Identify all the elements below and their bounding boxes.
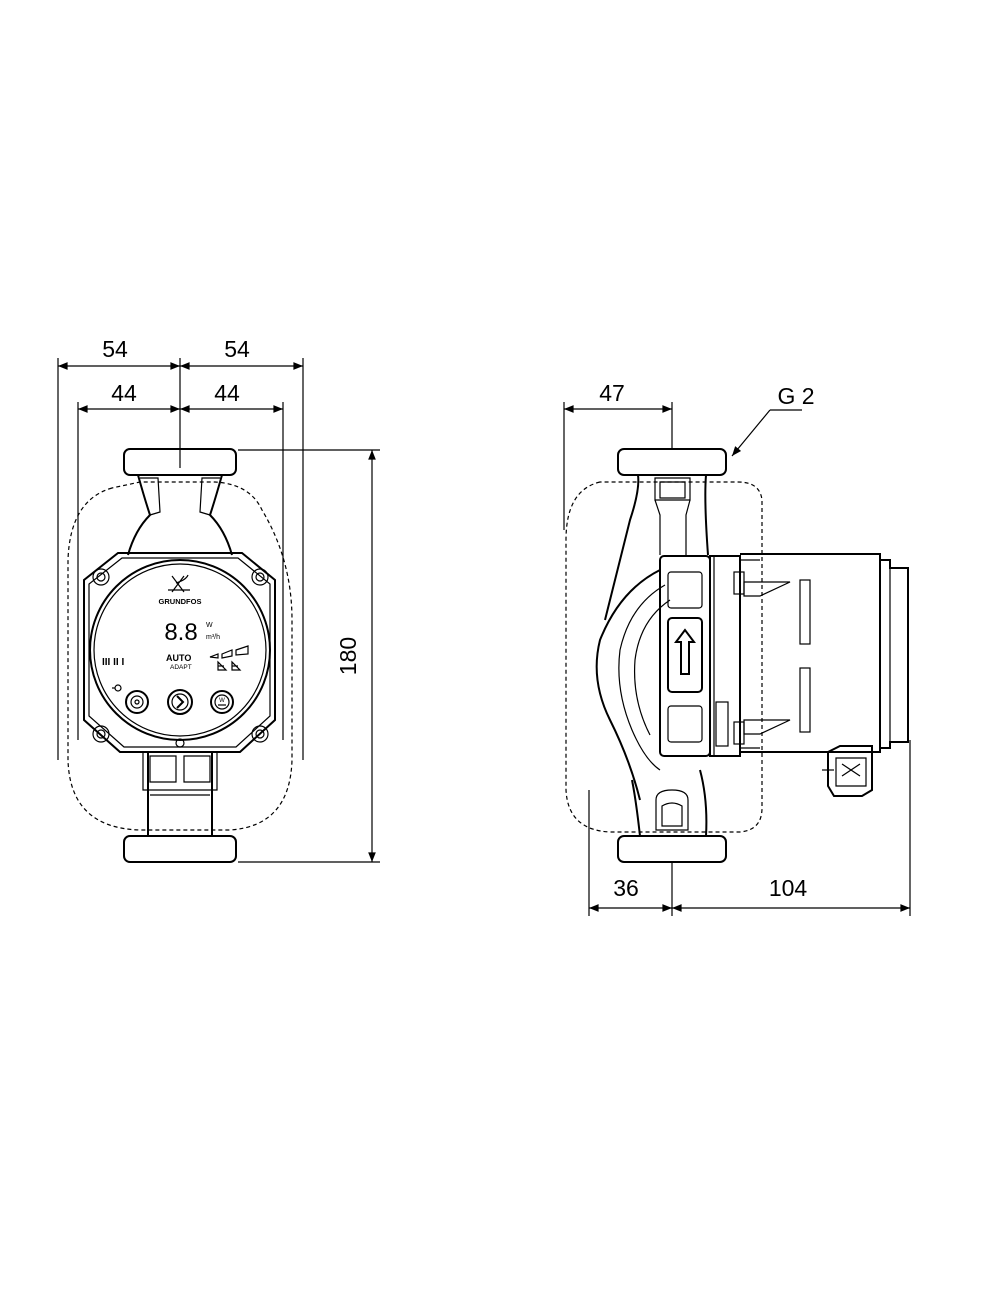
fin-top (743, 581, 791, 597)
thread-label: G 2 (777, 383, 814, 409)
power-connector (822, 745, 873, 797)
motor-housing (740, 553, 881, 753)
unit-flow: m³/h (206, 634, 220, 641)
vent-slot-bottom (799, 667, 811, 733)
mode-adapt: ADAPT (170, 664, 192, 671)
dim-height: 180 (335, 637, 361, 675)
dim-inner-left: 44 (111, 380, 137, 406)
dim-bottom-left: 36 (613, 875, 639, 901)
dim-top: 47 (599, 380, 625, 406)
flow-arrow-icon (674, 628, 696, 675)
front-view: 54 54 44 44 180 (57, 336, 380, 863)
flow-direction-box (667, 617, 703, 693)
top-flange (123, 448, 237, 476)
pressure-curve-icon (209, 645, 249, 659)
envelope-outline (67, 481, 293, 831)
screw-top-left (92, 568, 110, 586)
fin-bottom (743, 719, 791, 735)
select-button[interactable] (167, 689, 193, 715)
info-button-glyph: W (219, 698, 225, 704)
envelope-outline-side (565, 481, 763, 833)
thread-leader (731, 409, 771, 457)
display-value: 8.8 (164, 619, 197, 646)
brand-text: GRUNDFOS (159, 597, 202, 606)
info-button[interactable]: W (210, 690, 234, 714)
bottom-flange-side (617, 835, 727, 863)
dim-bottom-right: 104 (769, 875, 808, 901)
mode-auto: AUTO (166, 653, 191, 663)
vent-slot-top (799, 579, 811, 645)
dim-outer-left: 54 (102, 336, 128, 362)
pump-housing (83, 552, 276, 753)
power-icon (112, 684, 122, 692)
stator-plate (709, 555, 741, 757)
screw-bottom-left (92, 725, 110, 743)
control-panel (89, 559, 271, 741)
constant-pressure-icon (217, 660, 242, 671)
side-view: 47 G 2 36 104 (563, 380, 911, 916)
grundfos-logo-icon (168, 574, 190, 593)
screw-bottom-right (251, 725, 269, 743)
unit-power: W (206, 622, 213, 629)
top-flange-side (617, 448, 727, 476)
dim-outer-right: 54 (224, 336, 250, 362)
speed-marks: III II I (102, 657, 124, 668)
settings-button[interactable] (125, 690, 149, 714)
dim-inner-right: 44 (214, 380, 240, 406)
bottom-flange (123, 835, 237, 863)
screw-top-right (251, 568, 269, 586)
